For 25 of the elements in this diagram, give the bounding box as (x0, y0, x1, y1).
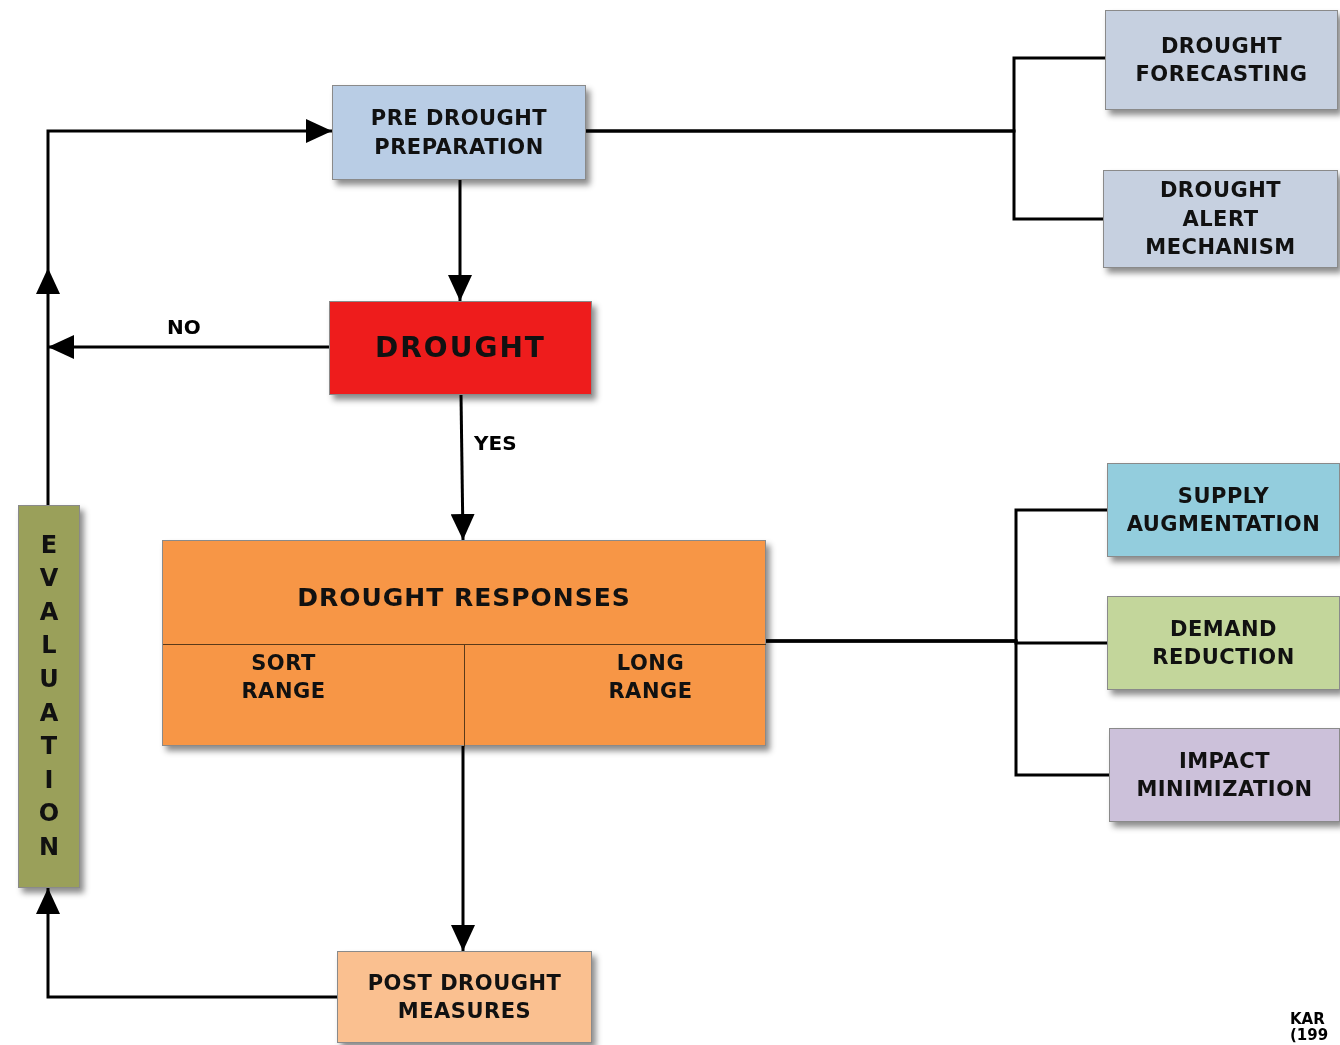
citation-text: (199 (1290, 1026, 1329, 1044)
box-label: DROUGHT (375, 330, 546, 367)
process-box (332, 85, 586, 180)
box-label: LONG RANGE (607, 650, 694, 706)
citation-text: KAR (1290, 1010, 1325, 1028)
process-box (1107, 463, 1340, 557)
evaluation-bar (18, 505, 80, 888)
box-label: DROUGHT ALERT MECHANISM (1144, 177, 1297, 262)
process-box (337, 951, 592, 1043)
box-label: DROUGHT FORECASTING (1134, 32, 1309, 88)
box-label: DEMAND REDUCTION (1151, 615, 1296, 671)
box-label: EVALUATION (37, 529, 61, 863)
box-label: DROUGHT RESPONSES (297, 582, 631, 614)
box-label: POST DROUGHT MEASURES (366, 969, 563, 1025)
box-label: PRE DROUGHT PREPARATION (369, 105, 549, 161)
box-label: IMPACT MINIMIZATION (1135, 747, 1314, 803)
box-label: SORT RANGE (240, 650, 327, 706)
process-box (1103, 170, 1338, 268)
box-label: SUPPLY AUGMENTATION (1125, 482, 1322, 538)
table-cell (464, 644, 766, 747)
process-box (1105, 10, 1338, 110)
process-box (329, 301, 592, 395)
process-box (1107, 596, 1340, 690)
response-panel (162, 540, 766, 746)
process-box (1109, 728, 1340, 822)
